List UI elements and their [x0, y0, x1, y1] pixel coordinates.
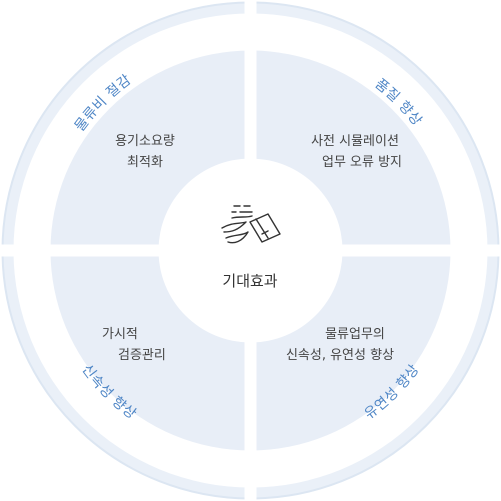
quadrant-top-left-line-1: 용기소요량	[115, 134, 175, 149]
center-circle	[158, 158, 343, 343]
quadrant-top-right-line-1: 사전 시뮬레이션	[311, 134, 399, 149]
delivery-box-icon	[221, 205, 281, 244]
quadrant-top-right-line-2: 업무 오류 방지	[321, 155, 403, 170]
quadrant-bottom-left-line-1: 가시적	[102, 327, 138, 342]
quadrant-top-left-text: 용기소요량 최적화	[95, 131, 195, 173]
center-title: 기대효과	[222, 272, 278, 290]
quadrant-top-left-line-2: 최적화	[127, 155, 163, 170]
quadrant-bottom-left-text: 가시적 검증관리	[102, 324, 212, 366]
quadrant-top-right-text: 사전 시뮬레이션 업무 오류 방지	[285, 131, 425, 173]
quadrant-bottom-right-text: 물류업무의 신속성, 유연성 향상	[260, 324, 420, 366]
quadrant-bottom-right-line-2: 신속성, 유연성 향상	[285, 348, 395, 363]
quadrant-bottom-left-line-2: 검증관리	[118, 348, 166, 363]
quadrant-bottom-right-line-1: 물류업무의	[325, 327, 385, 342]
